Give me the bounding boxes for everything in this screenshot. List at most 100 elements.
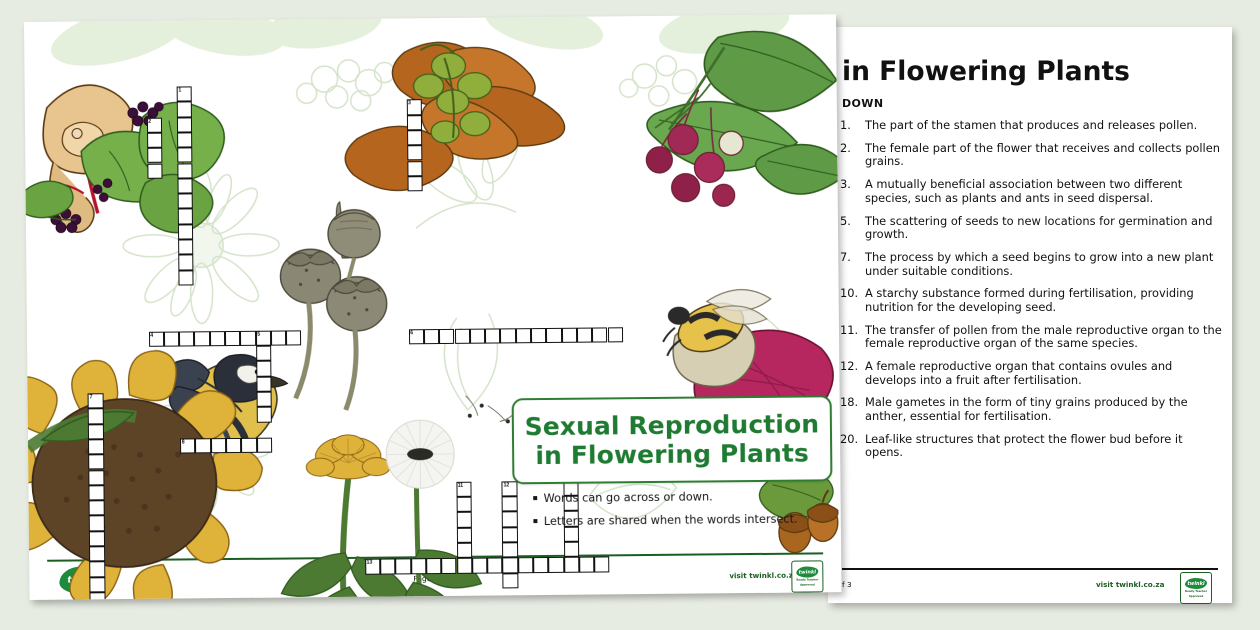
crossword-cell[interactable] [146,147,163,164]
crossword-cell[interactable] [178,269,194,286]
crossword-cell[interactable] [501,481,518,497]
crossword-cell[interactable] [195,438,211,454]
crossword-cell[interactable] [177,116,193,133]
crossword-cell[interactable] [255,330,272,346]
crossword-cell[interactable] [563,556,580,573]
crossword-cell[interactable] [594,556,610,573]
crossword-cell[interactable] [89,576,106,593]
crossword-cell[interactable] [209,330,226,347]
crossword-cell[interactable] [456,512,472,528]
crossword-cell[interactable] [88,485,105,501]
crossword-cell[interactable] [455,481,472,497]
crossword-cell[interactable] [406,130,423,146]
crossword-cell[interactable] [502,572,519,589]
crossword-cell[interactable] [88,423,104,440]
crossword-cell[interactable] [441,558,457,574]
crossword-cell[interactable] [224,330,241,347]
crossword-cell[interactable] [286,330,302,346]
crossword-cell[interactable] [146,132,163,149]
crossword-cell[interactable] [177,178,194,194]
right-page-visit-link[interactable]: visit twinkl.co.za [1096,580,1165,589]
crossword-cell[interactable] [89,592,106,600]
crossword-cell[interactable] [546,327,562,344]
crossword-cell[interactable] [89,530,105,547]
crossword-cell[interactable] [177,162,193,179]
crossword-cell[interactable] [607,327,623,343]
crossword-cell[interactable] [501,496,518,512]
crossword-cell[interactable] [530,327,547,344]
crossword-cell[interactable] [500,328,516,344]
crossword-cell[interactable] [592,327,608,343]
crossword-cell[interactable] [256,376,272,392]
crossword-cell[interactable] [533,557,549,573]
crossword-cell[interactable] [364,558,381,575]
crossword-cell[interactable] [439,328,455,345]
crossword-cell[interactable] [240,330,256,347]
crossword-cell[interactable] [194,331,210,347]
crossword-cell[interactable] [454,328,470,344]
crossword-cell[interactable] [241,437,257,454]
crossword-cell[interactable] [502,511,518,528]
crossword-cell[interactable] [178,239,194,255]
crossword-cell[interactable] [579,556,595,573]
crossword-cell[interactable] [548,557,564,573]
crossword-cell[interactable] [515,327,532,344]
crossword-cell[interactable] [255,361,272,377]
crossword-cell[interactable] [88,500,105,516]
crossword-cell[interactable] [502,557,518,574]
crossword-cell[interactable] [146,117,162,133]
crossword-cell[interactable] [487,557,503,574]
crossword-cell[interactable] [256,391,272,408]
crossword-cell[interactable] [423,328,440,345]
crossword-cell[interactable] [210,437,227,454]
crossword-cell[interactable] [255,345,272,362]
crossword-cell[interactable] [471,557,488,574]
crossword-cell[interactable] [88,469,105,486]
crossword-cell[interactable] [180,438,196,454]
crossword-cell[interactable] [563,541,580,558]
crossword-cell[interactable] [456,527,472,543]
crossword-cell[interactable] [456,496,472,513]
crossword-cell[interactable] [176,86,193,102]
crossword-cell[interactable] [485,328,501,344]
crossword-cell[interactable] [179,331,195,347]
crossword-cell[interactable] [456,558,473,574]
crossword-cell[interactable] [469,328,486,344]
crossword-cell[interactable] [407,175,423,192]
crossword-cell[interactable] [406,114,422,131]
crossword-cell[interactable] [177,193,194,209]
crossword-cell[interactable] [380,558,396,575]
crossword-cell[interactable] [88,408,104,424]
crossword-cell[interactable] [256,406,272,423]
crossword-cell[interactable] [406,99,422,115]
crossword-cell[interactable] [89,561,105,577]
crossword-cell[interactable] [88,439,104,455]
crossword-cell[interactable] [178,254,194,271]
crossword-cell[interactable] [178,224,194,240]
crossword-cell[interactable] [177,208,194,225]
crossword-cell[interactable] [177,147,193,164]
crossword-cell[interactable] [456,542,472,559]
crossword-cell[interactable] [163,331,180,347]
crossword-cell[interactable] [148,331,164,347]
crossword-cell[interactable] [406,145,423,161]
crossword-cell[interactable] [89,515,105,532]
crossword-cell[interactable] [426,558,442,574]
crossword-cell[interactable] [87,393,104,409]
crossword-cell[interactable] [502,526,518,543]
crossword-cell[interactable] [408,328,425,345]
crossword-cell[interactable] [256,437,273,453]
crossword-cell[interactable] [576,327,593,343]
crossword-cell[interactable] [561,327,577,343]
visit-link[interactable]: visit twinkl.co.za [729,570,798,581]
crossword-cell[interactable] [88,454,104,470]
crossword-cell[interactable] [502,542,518,558]
crossword-cell[interactable] [226,437,242,454]
crossword-cell[interactable] [270,330,287,346]
crossword-cell[interactable] [89,546,105,562]
crossword-cell[interactable] [410,558,427,574]
crossword-cell[interactable] [406,160,423,177]
crossword-cell[interactable] [146,163,163,179]
crossword-cell[interactable] [177,132,193,148]
crossword-cell[interactable] [395,558,411,575]
